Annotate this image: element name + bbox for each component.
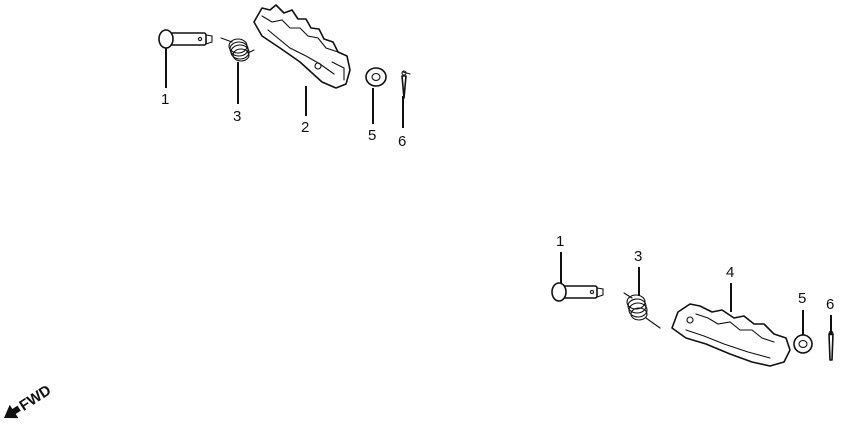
pivot-pin-part (551, 282, 604, 302)
callout-number: 1 (161, 91, 169, 108)
footpeg-left-part (253, 4, 351, 89)
cotter-pin-part (401, 70, 411, 99)
fwd-label: FWD (16, 382, 54, 415)
callout-number: 6 (826, 296, 834, 313)
torsion-spring-part (623, 292, 661, 329)
callout-number: 5 (368, 127, 376, 144)
fwd-arrow-icon (4, 404, 21, 419)
callout-number: 4 (726, 264, 734, 281)
callout-number: 3 (233, 108, 241, 125)
callout-number: 5 (798, 290, 806, 307)
upper-assembly: 1 3 2 5 (158, 4, 411, 150)
washer-part (793, 334, 813, 354)
pivot-pin-part (158, 29, 213, 49)
callout-number: 2 (301, 119, 309, 136)
callout-number: 3 (634, 248, 642, 265)
fwd-arrow: FWD (4, 382, 54, 419)
torsion-spring-part (220, 37, 255, 62)
lower-assembly: 1 3 4 5 (551, 233, 834, 367)
callout-number: 1 (556, 233, 564, 250)
callout-number: 6 (398, 133, 406, 150)
washer-part (365, 67, 387, 87)
footpeg-right-part (671, 303, 791, 367)
cotter-pin-part (828, 330, 834, 361)
